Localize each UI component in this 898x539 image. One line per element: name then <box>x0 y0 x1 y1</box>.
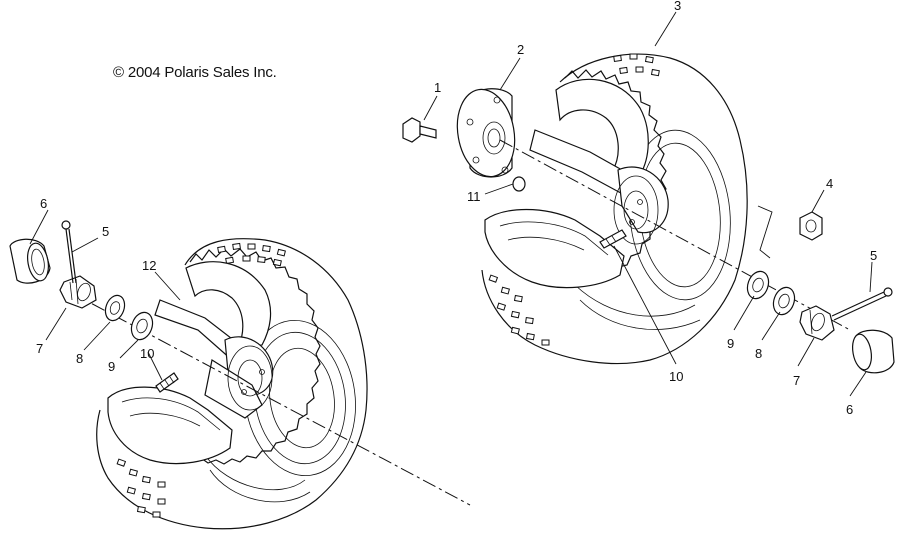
callout-9-right: 9 <box>727 336 734 351</box>
right-wheel-assembly <box>402 11 895 397</box>
right-cotter-pin <box>831 287 893 321</box>
left-tire <box>96 238 368 530</box>
right-tire-lugs <box>488 53 660 346</box>
callout-7-right: 7 <box>793 373 800 388</box>
callout-6-left: 6 <box>40 196 47 211</box>
right-leader-lines <box>423 11 873 397</box>
right-break-line <box>757 205 773 259</box>
callout-11: 11 <box>467 189 481 204</box>
right-washer-9 <box>746 270 770 300</box>
right-rim <box>484 78 669 289</box>
callout-3: 3 <box>674 0 681 13</box>
right-hub-cap <box>852 329 895 374</box>
left-wheel-stud <box>155 372 179 393</box>
callout-9-left: 9 <box>108 359 115 374</box>
callout-6-right: 6 <box>846 402 853 417</box>
callout-2: 2 <box>517 42 524 57</box>
callout-4: 4 <box>826 176 833 191</box>
left-wheel-assembly <box>9 209 471 530</box>
right-washer-8 <box>772 286 796 316</box>
left-castle-nut <box>59 275 97 309</box>
callout-7-left: 7 <box>36 341 43 356</box>
left-cotter-pin <box>61 220 77 284</box>
right-flange-nut <box>799 211 823 241</box>
left-washer-9 <box>130 311 154 341</box>
callout-5-left: 5 <box>102 224 109 239</box>
callout-10-right: 10 <box>669 369 683 384</box>
left-rim <box>107 261 274 465</box>
callout-10-left: 10 <box>140 346 154 361</box>
left-leader-lines <box>29 209 181 381</box>
right-castle-nut <box>799 305 835 341</box>
left-washer-8 <box>104 294 126 322</box>
left-tire-lugs <box>116 242 286 518</box>
right-bolt <box>402 117 437 143</box>
right-wheel-stud <box>599 229 627 249</box>
callout-labels: 1 2 3 4 5 5 6 6 7 7 8 8 9 9 10 10 11 12 <box>36 0 877 417</box>
callout-1: 1 <box>434 80 441 95</box>
right-hub <box>456 88 516 178</box>
callout-5-right: 5 <box>870 248 877 263</box>
callout-12: 12 <box>142 258 156 273</box>
callout-8-left: 8 <box>76 351 83 366</box>
left-hub-cap <box>9 238 51 284</box>
copyright-notice: © 2004 Polaris Sales Inc. <box>113 64 277 81</box>
callout-8-right: 8 <box>755 346 762 361</box>
right-small-washer <box>512 176 526 192</box>
